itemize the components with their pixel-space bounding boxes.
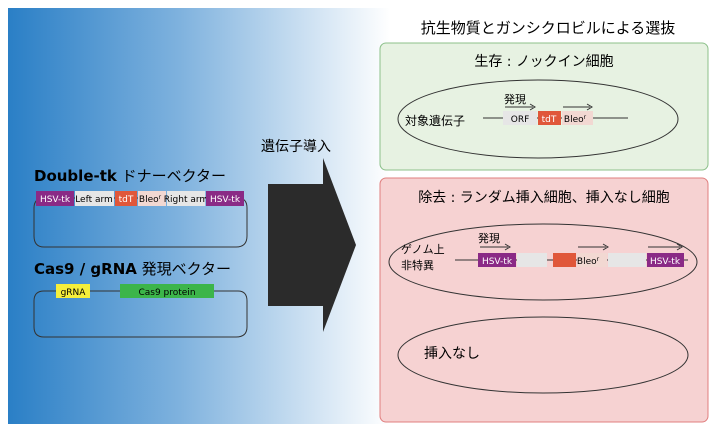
survive-cell-ellipse <box>397 79 679 159</box>
survive-expression-arrowhead-1 <box>529 103 536 111</box>
remove-bleo-label: Bleor <box>577 256 600 267</box>
remove-expression-arrowhead-3 <box>676 243 683 251</box>
donor-hsv-left-box <box>36 191 74 206</box>
donor-right-arm-label: Right arm <box>164 195 208 205</box>
survive-locus-label: 対象遺伝子 <box>405 113 465 128</box>
remove-random-cell-ellipse <box>388 223 698 301</box>
cas9-grna-label: gRNA <box>61 288 87 298</box>
remove-tdt-box <box>553 253 576 267</box>
remove-arm-right-box <box>608 253 646 267</box>
donor-bleo-box <box>138 191 166 206</box>
donor-title-bold: Double-tk <box>34 167 118 185</box>
remove-bleo-box <box>577 253 607 267</box>
remove-hsv-left-box <box>478 253 516 267</box>
remove-title: 除去 : ランダム挿入細胞、挿入なし細胞 <box>418 190 670 206</box>
remove-no-insert-ellipse <box>397 316 689 394</box>
donor-left-arm-label: Left arm <box>75 195 113 205</box>
cas9-plasmid-outline <box>33 290 248 338</box>
cas9-protein-box <box>120 284 214 298</box>
survive-bleo-box <box>562 111 593 125</box>
remove-hsv-left-label: HSV-tk <box>482 257 513 267</box>
remove-hsv-right-label: HSV-tk <box>650 257 681 267</box>
cas9-title-rest: 発現ベクター <box>137 260 231 278</box>
remove-locus-line2: 非特異 <box>401 258 434 272</box>
cas9-title-bold: Cas9 / gRNA <box>34 260 137 278</box>
remove-expression-arrowhead-1 <box>504 243 511 251</box>
survive-tdt-box <box>538 111 561 125</box>
remove-expression-label: 発現 <box>478 231 500 245</box>
survive-panel <box>379 42 709 171</box>
remove-arm-left-box <box>517 253 547 267</box>
survive-tdt-label: tdT <box>542 115 557 125</box>
donor-right-arm-box <box>167 191 205 206</box>
donor-hsv-right-box <box>206 191 244 206</box>
donor-title-rest: ドナーベクター <box>117 167 226 185</box>
donor-hsv-left-label: HSV-tk <box>40 195 71 205</box>
donor-left-arm-box <box>75 191 114 206</box>
survive-orf-box <box>503 111 537 125</box>
cas9-title: Cas9 / gRNA 発現ベクター <box>34 260 231 278</box>
cas9-protein-label: Cas9 protein <box>138 288 195 298</box>
donor-hsv-right-label: HSV-tk <box>210 195 241 205</box>
remove-hsv-right-box <box>647 253 684 267</box>
survive-orf-label: ORF <box>511 115 530 125</box>
donor-tdt-label: tdT <box>119 195 134 205</box>
donor-bleo-label: Bleor <box>139 194 162 205</box>
survive-expression-arrowhead-2 <box>586 103 593 111</box>
survive-title: 生存 : ノックイン細胞 <box>474 54 613 70</box>
remove-expression-arrowhead-2 <box>602 243 609 251</box>
survive-expression-label: 発現 <box>504 92 526 106</box>
cas9-grna-box <box>56 284 90 298</box>
donor-tdt-box <box>115 191 137 206</box>
transfer-label: 遺伝子導入 <box>261 139 331 155</box>
donor-title: Double-tk ドナーベクター <box>34 167 226 185</box>
survive-bleo-label: Bleor <box>564 114 587 125</box>
transfer-arrow <box>268 158 356 332</box>
donor-plasmid-outline <box>33 197 248 248</box>
remove-locus-line1: ゲノム上 <box>401 243 445 256</box>
header-title: 抗生物質とガンシクロビルによる選抜 <box>421 19 676 37</box>
remove-no-insert-label: 挿入なし <box>424 346 480 362</box>
